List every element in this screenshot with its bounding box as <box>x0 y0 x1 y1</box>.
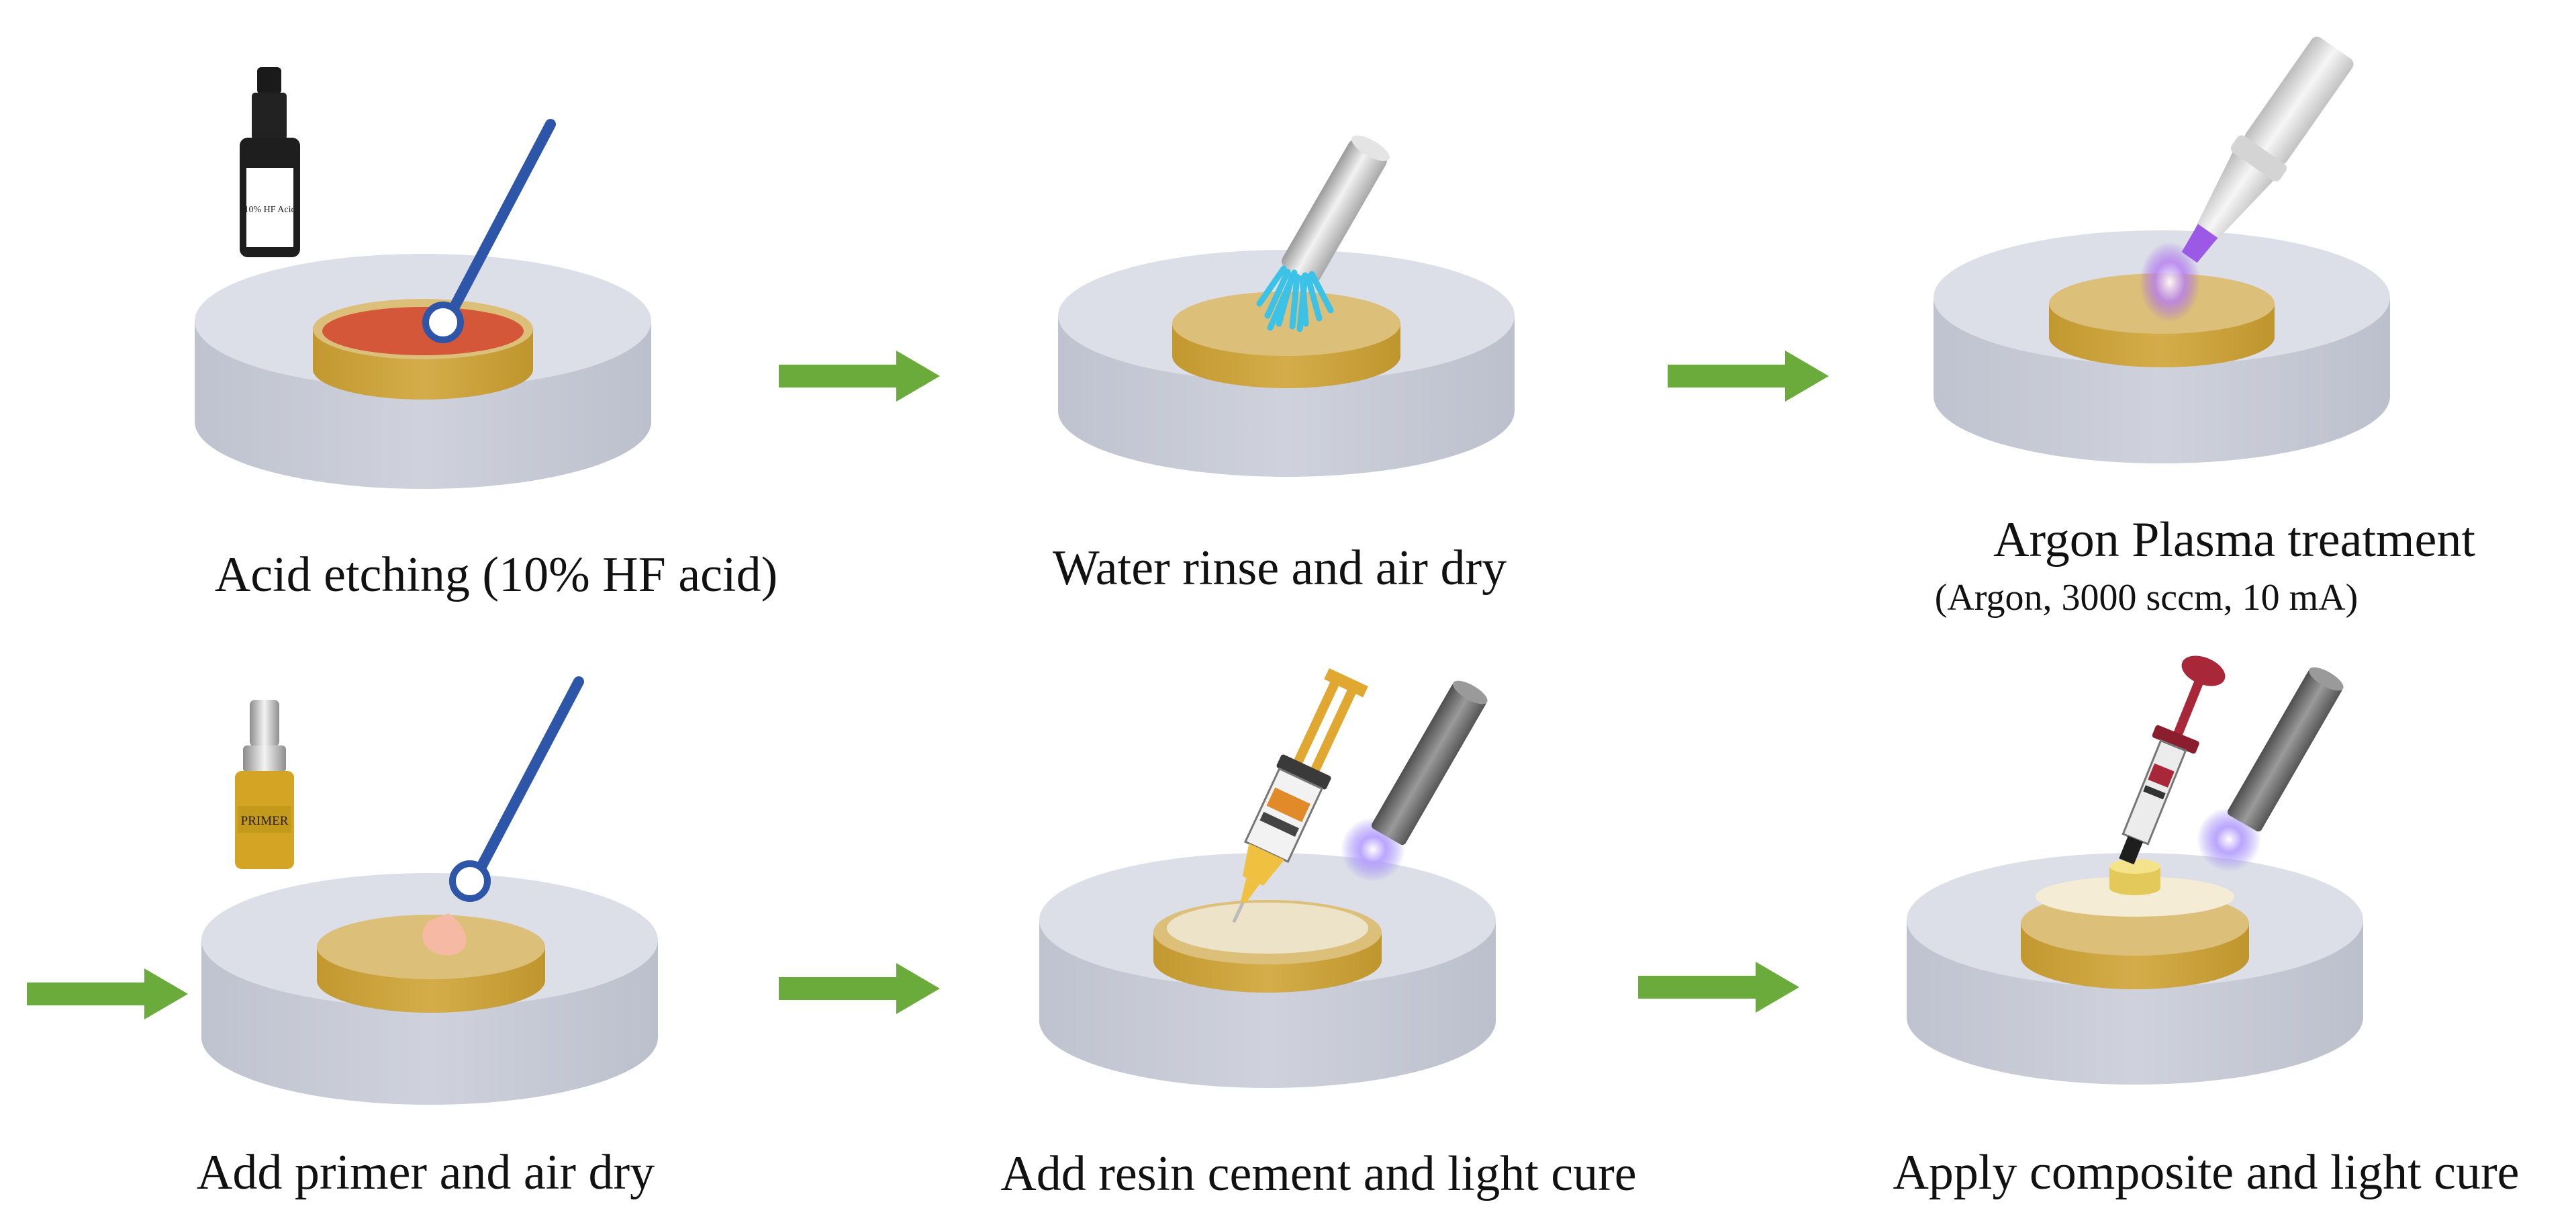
process-arrow-icon <box>1638 962 1799 1013</box>
air-brush-icon <box>1256 135 1390 332</box>
caption-add-primer: Add primer and air dry <box>197 1145 655 1200</box>
caption-composite: Apply composite and light cure <box>1893 1145 2519 1200</box>
step-composite: Apply composite and light cure <box>1893 655 2520 1200</box>
subcaption-argon-parameters: (Argon, 3000 sccm, 10 mA) <box>1935 577 2358 619</box>
curing-light-icon <box>2197 667 2344 872</box>
dental-probe-icon <box>449 676 584 902</box>
cement-syringe-icon <box>1232 668 1368 923</box>
step-add-primer: PRIMER Add primer and air dry <box>197 676 658 1200</box>
step-water-rinse: Water rinse and air dry <box>1053 135 1515 596</box>
process-arrow-icon <box>779 351 940 402</box>
dental-probe-icon <box>422 119 556 343</box>
composite-syringe-icon <box>2119 655 2226 865</box>
ceramic-disc <box>317 915 545 1013</box>
step-argon-plasma: Argon Plasma treatment (Argon, 3000 sccm… <box>1934 36 2475 619</box>
process-arrow-icon <box>779 963 940 1014</box>
caption-acid-etching: Acid etching (10% HF acid) <box>215 547 777 602</box>
hf-etchant <box>322 307 524 355</box>
step-acid-etching: 10% HF Acid Acid etching (10% HF acid) <box>195 67 777 602</box>
process-arrow-icon <box>27 968 188 1019</box>
plasma-jet <box>2140 242 2200 322</box>
plasma-pen-icon <box>2140 36 2354 322</box>
ceramic-disc <box>313 299 533 400</box>
ceramic-disc <box>2021 876 2249 989</box>
hf-acid-bottle-icon: 10% HF Acid <box>240 67 300 257</box>
ceramic-disc <box>1172 291 1400 388</box>
brush-bristles <box>1256 265 1334 332</box>
caption-water-rinse: Water rinse and air dry <box>1053 541 1507 596</box>
primer-bottle-icon: PRIMER <box>235 700 294 869</box>
step-resin-cement: Add resin cement and light cure <box>1000 668 1637 1201</box>
resin-cement-layer <box>1167 903 1368 954</box>
cement-layer <box>2036 876 2234 917</box>
caption-resin-cement: Add resin cement and light cure <box>1000 1146 1636 1201</box>
composite-cylinder <box>2109 859 2160 895</box>
process-arrow-icon <box>1668 351 1829 402</box>
caption-argon-plasma: Argon Plasma treatment <box>1993 512 2475 567</box>
curing-light-icon <box>1341 680 1488 882</box>
ceramic-disc <box>1153 900 1382 993</box>
hf-bottle-label: 10% HF Acid <box>244 205 296 215</box>
primer-drop <box>422 913 467 956</box>
primer-bottle-label: PRIMER <box>241 814 289 828</box>
